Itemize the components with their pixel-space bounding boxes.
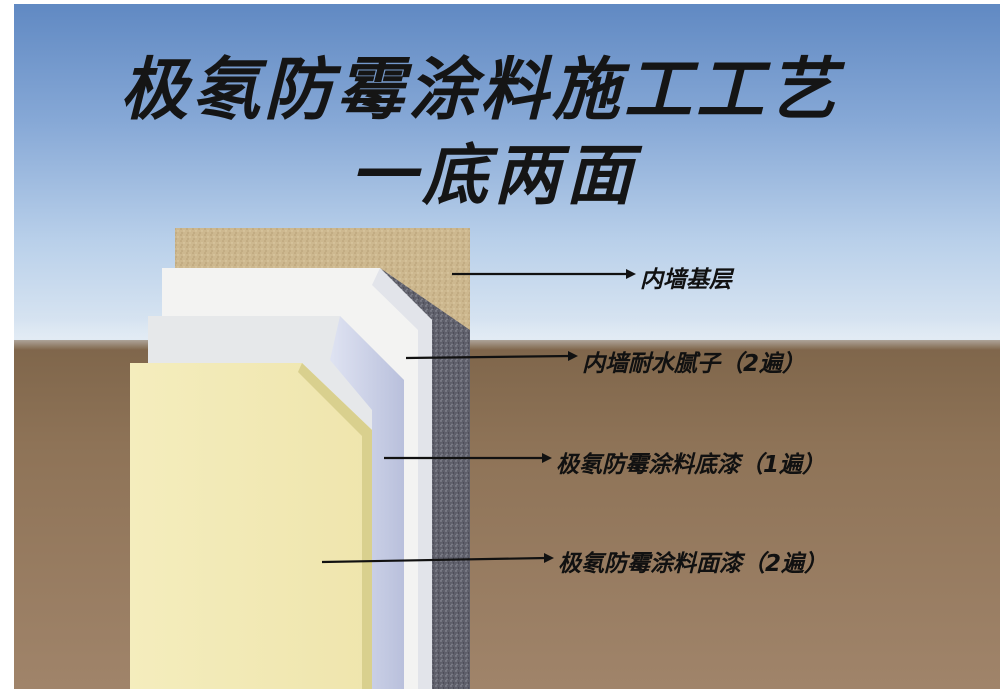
arrowhead-base-layer: [626, 269, 636, 279]
arrowhead-putty-layer: [568, 351, 578, 361]
arrow-putty-layer: [405, 354, 571, 360]
label-topcoat-layer: 极氡防霉涂料面漆（2遍）: [558, 551, 828, 577]
topcoat-layer: [130, 363, 372, 689]
image-border-left: [0, 0, 14, 689]
arrowhead-topcoat-layer: [544, 553, 554, 563]
label-base-layer: 内墙基层: [640, 267, 732, 293]
topcoat-layer-edge: [298, 363, 372, 689]
title-line-1: 极氡防霉涂料施工工艺: [119, 51, 840, 130]
image-border-top: [0, 0, 1000, 4]
label-putty-layer: 内墙耐水腻子（2遍）: [582, 351, 806, 377]
arrowhead-primer-layer: [542, 453, 552, 463]
base-layer-edge: [380, 268, 470, 689]
putty-layer-edge: [372, 268, 432, 689]
leader-arrows: [321, 269, 636, 564]
arrow-topcoat-layer: [321, 556, 547, 564]
label-primer-layer: 极氡防霉涂料底漆（1遍）: [556, 452, 826, 478]
title-line-2: 一底两面: [350, 137, 638, 214]
primer-layer-edge: [330, 316, 404, 689]
